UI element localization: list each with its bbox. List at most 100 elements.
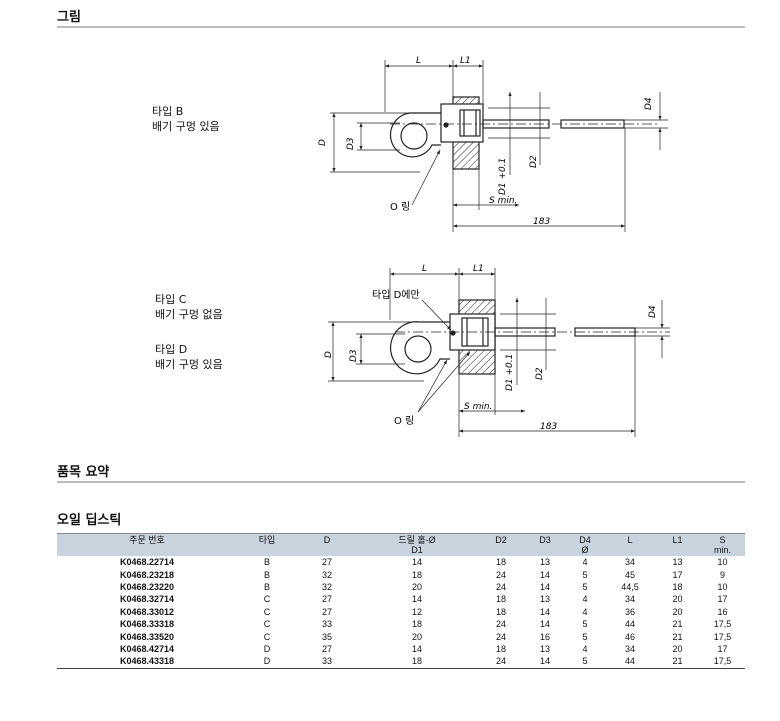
table-cell: 20 [411,631,422,642]
table-cell: C [263,631,271,642]
table-cell: 5 [582,569,588,580]
dim-d-label: D [324,351,334,358]
table-cell: 4 [582,594,588,605]
table-cell: C [263,594,271,605]
table-cell: 14 [411,557,422,568]
column-header: L1 [655,533,700,556]
table-cell: 20 [411,581,422,592]
table-cell: 14 [539,619,550,630]
table-cell: 27 [321,557,332,568]
section-title-summary: 품목 요약 [57,465,110,480]
order-number-cell: K0468.43318 [57,655,237,669]
type-d-only-label: 타입 D에만 [372,288,420,301]
table-cell: 24 [495,619,506,630]
table-cell: 34 [624,643,635,654]
dim-d3-label: D3 [349,349,359,362]
table-cell: 21 [655,655,700,669]
table-cell: 18 [411,569,422,580]
column-header: 타입 [237,533,297,556]
table-cell: 27 [321,606,332,617]
drawing-type-b [330,60,668,232]
column-header: 주문 번호 [57,533,237,556]
caption-type-b: 타입 B 배기 구멍 있음 [152,104,220,134]
table-cell: 14 [411,643,422,654]
table-cell: 17 [717,594,728,605]
table-cell: 36 [624,606,635,617]
caption-type-b-desc: 배기 구멍 있음 [152,120,220,133]
table-cell: 18 [495,643,506,654]
vent-hole [450,330,456,336]
table-cell: 18 [357,655,477,669]
order-number-cell: K0468.32714 [119,594,175,605]
table-cell: 21 [672,619,683,630]
caption-type-c-desc: 배기 구멍 없음 [155,308,223,321]
drawing-type-cd-labels: L L1 타입 D에만 D D3 D4 D1 +0.1 D2 S min. 18… [324,264,658,432]
table-cell: 24 [495,581,506,592]
table-cell: 18 [411,619,422,630]
dim-d4-label: D4 [648,305,658,318]
table-cell: 44 [605,655,655,669]
dim-d1-label: D1 +0.1 [498,158,508,195]
table-cell: 24 [495,631,506,642]
table-cell: 24 [477,655,525,669]
table-cell: 13 [539,643,550,654]
table-cell: 13 [539,594,550,605]
table-cell: 24 [495,569,506,580]
table-cell: 18 [495,606,506,617]
technical-drawing: L L1 D D3 D4 D1 +0.1 D2 S min. 183 O 링 [318,56,670,437]
o-ring-label: O 링 [390,201,410,213]
caption-type-b-title: 타입 B [152,105,184,118]
table-cell: B [263,581,270,592]
table-cell: 4 [582,606,588,617]
dim-d3-label: D3 [346,137,356,150]
table-cell: C [263,606,271,617]
table-cell: 20 [672,606,683,617]
dim-smin-label: S min. [489,196,517,206]
table-cell: 17,5 [700,655,745,669]
table-cell: 9 [719,569,725,580]
table-cell: 27 [321,594,332,605]
table-cell: 12 [411,606,422,617]
handle-loop [390,321,450,375]
dim-length-label: 183 [540,422,557,432]
table-cell: C [263,619,271,630]
table-cell: 14 [539,606,550,617]
table-cell: 14 [525,655,565,669]
order-number-cell: K0468.33318 [119,619,175,630]
table-cell: B [263,569,270,580]
dim-d1-label: D1 +0.1 [505,354,515,391]
table-cell: 45 [624,569,635,580]
section-title-drawing: 그림 [57,10,81,25]
table-cell: 17 [672,569,683,580]
table-cell: 27 [321,643,332,654]
table-cell: 18 [495,594,506,605]
table-cell: 4 [582,643,588,654]
table-cell: 44,5 [621,581,639,592]
dim-d2-label: D2 [529,155,539,168]
table-cell: 18 [672,581,683,592]
caption-type-c: 타입 C 배기 구멍 없음 [155,292,223,322]
table-cell: 14 [411,594,422,605]
drawing-type-cd [328,268,670,437]
vent-hole [443,122,449,128]
table-cell: 20 [672,594,683,605]
table-cell: 32 [321,581,332,592]
table-cell: 5 [582,619,588,630]
table-cell: 33 [297,655,357,669]
order-number-cell: K0468.22714 [119,557,175,568]
table-cell: 14 [539,569,550,580]
table-cell: 35 [321,631,332,642]
table-cell: 34 [624,557,635,568]
table-cell: 13 [672,557,683,568]
table-cell: B [263,557,270,568]
caption-type-d-title: 타입 D [155,343,188,356]
table-cell: D [237,655,297,669]
caption-type-c-title: 타입 C [155,293,187,306]
